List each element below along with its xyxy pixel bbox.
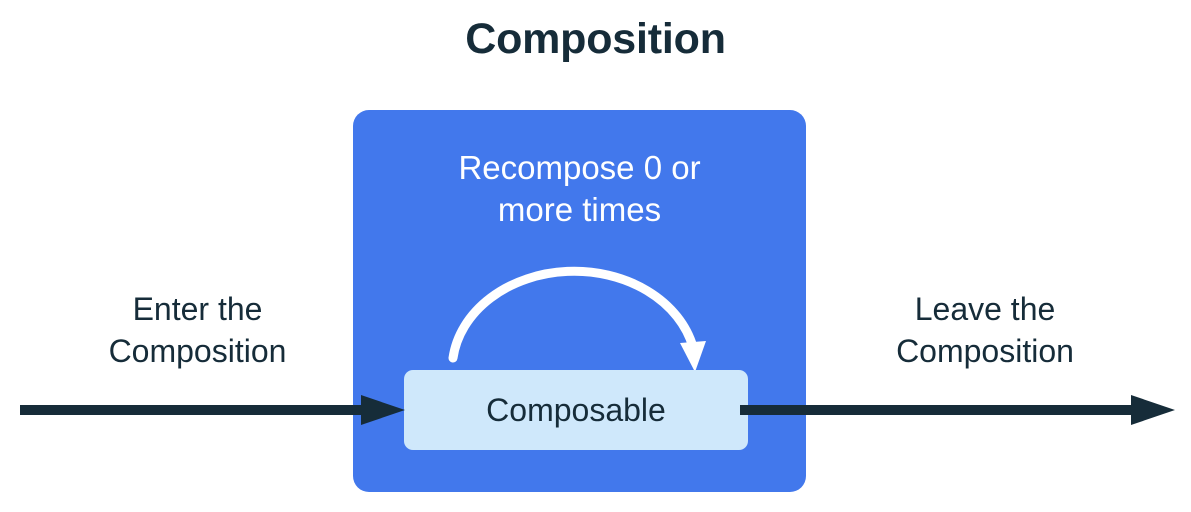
- enter-composition-arrow-icon: [20, 395, 405, 425]
- leave-composition-arrow-icon: [740, 395, 1175, 425]
- leave-composition-caption: Leave the Composition: [896, 291, 1074, 369]
- composable-label: Composable: [486, 392, 666, 428]
- composable-node: Composable: [404, 370, 748, 450]
- page-title: Composition: [465, 15, 726, 63]
- recompose-label: Recompose 0 or more times: [458, 149, 701, 229]
- curved-loop-arrow-icon: [448, 266, 706, 372]
- enter-composition-caption: Enter the Composition: [108, 291, 287, 369]
